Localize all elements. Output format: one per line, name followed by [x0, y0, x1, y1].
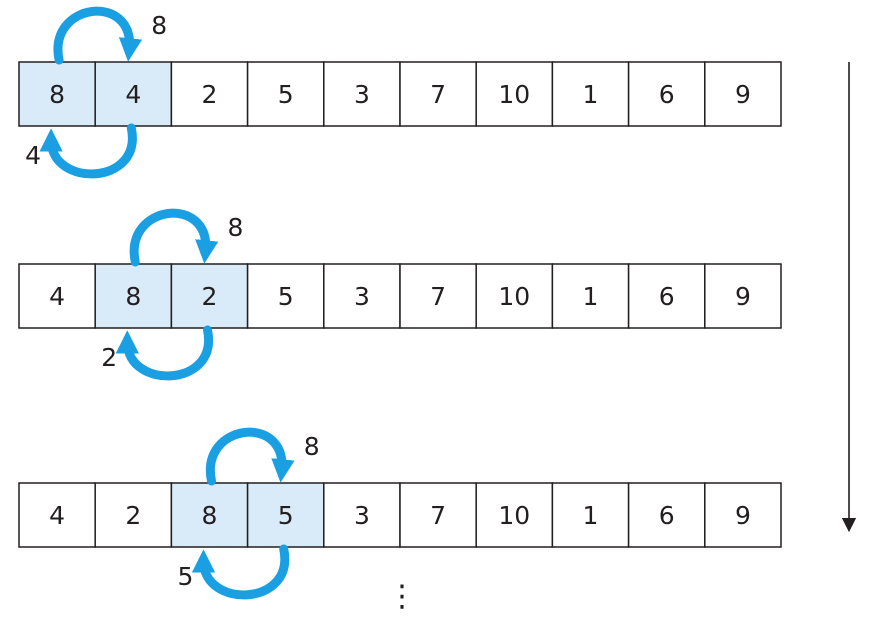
- cell-value: 1: [583, 282, 599, 311]
- cell-value: 2: [202, 80, 218, 109]
- array-cell: [399, 61, 477, 127]
- array-cell: [475, 263, 554, 329]
- array-rows: 8 4 2 5 3 7 10 1 6 9 8 4 4 8 2 5 3 7 10 1 6 9 8 2 4 2 8 5 3 7 10 1 6 9 8 5: [18, 6, 782, 600]
- swap-arrow-icon: [39, 123, 137, 179]
- array-cell: [627, 61, 706, 127]
- array-cell: [246, 263, 325, 329]
- cell-value: 5: [278, 80, 294, 109]
- cell-value: 3: [354, 501, 370, 530]
- array-row: 8 4 2 5 3 7 10 1 6 9 8 4: [18, 6, 782, 179]
- array-cell: [627, 263, 706, 329]
- array-cell: [551, 61, 630, 127]
- moved-value-label: 8: [228, 213, 244, 242]
- cell-value: 1: [583, 501, 599, 530]
- array-cell: [18, 482, 96, 548]
- cell-value: 4: [49, 282, 65, 311]
- cell-value: 3: [354, 80, 370, 109]
- swap-arrow-icon: [205, 427, 295, 486]
- array-cell: [475, 61, 554, 127]
- cell-value: 5: [278, 282, 294, 311]
- moved-value-label: 4: [25, 141, 41, 170]
- highlighted-cell: [94, 263, 173, 329]
- cell-value: 9: [735, 282, 751, 311]
- cell-value: 1: [583, 80, 599, 109]
- array-cell: [94, 482, 173, 548]
- cell-value: 6: [659, 501, 675, 530]
- array-cell: [627, 482, 706, 548]
- array-cell: [323, 482, 401, 548]
- continuation-ellipsis: ⋮: [387, 579, 417, 614]
- cell-value: 9: [735, 80, 751, 109]
- cell-value: 5: [278, 501, 294, 530]
- cell-value: 7: [430, 501, 446, 530]
- cell-value: 8: [125, 282, 141, 311]
- cell-value: 8: [202, 501, 218, 530]
- cell-value: 10: [498, 501, 530, 530]
- array-cell: [551, 263, 630, 329]
- array-cell: [170, 61, 249, 127]
- array-cell: [704, 263, 782, 329]
- swap-arrow-icon: [115, 325, 214, 381]
- moved-value-label: 2: [101, 343, 117, 372]
- array-cell: [475, 482, 554, 548]
- moved-value-label: 8: [151, 11, 167, 40]
- array-cell: [704, 61, 782, 127]
- swap-arrow-icon: [191, 544, 290, 600]
- cell-value: 7: [430, 282, 446, 311]
- cell-value: 6: [659, 282, 675, 311]
- cell-value: 2: [202, 282, 218, 311]
- cell-value: 10: [498, 80, 530, 109]
- array-cell: [704, 482, 782, 548]
- array-row: 4 2 8 5 3 7 10 1 6 9 8 5: [18, 427, 782, 600]
- cell-value: 7: [430, 80, 446, 109]
- highlighted-cell: [94, 61, 173, 127]
- swap-arrow-icon: [129, 208, 219, 267]
- cell-value: 6: [659, 80, 675, 109]
- array-cell: [323, 61, 401, 127]
- cell-value: 2: [125, 501, 141, 530]
- cell-value: 4: [125, 80, 141, 109]
- array-cell: [551, 482, 630, 548]
- highlighted-cell: [170, 482, 249, 548]
- array-cell: [399, 263, 477, 329]
- cell-value: 10: [498, 282, 530, 311]
- cell-value: 8: [49, 80, 65, 109]
- cell-value: 3: [354, 282, 370, 311]
- cell-value: 4: [49, 501, 65, 530]
- moved-value-label: 8: [304, 432, 320, 461]
- array-row: 4 8 2 5 3 7 10 1 6 9 8 2: [18, 208, 782, 381]
- swap-arrow-icon: [53, 6, 143, 65]
- cell-value: 9: [735, 501, 751, 530]
- moved-value-label: 5: [178, 562, 194, 591]
- highlighted-cell: [18, 61, 96, 127]
